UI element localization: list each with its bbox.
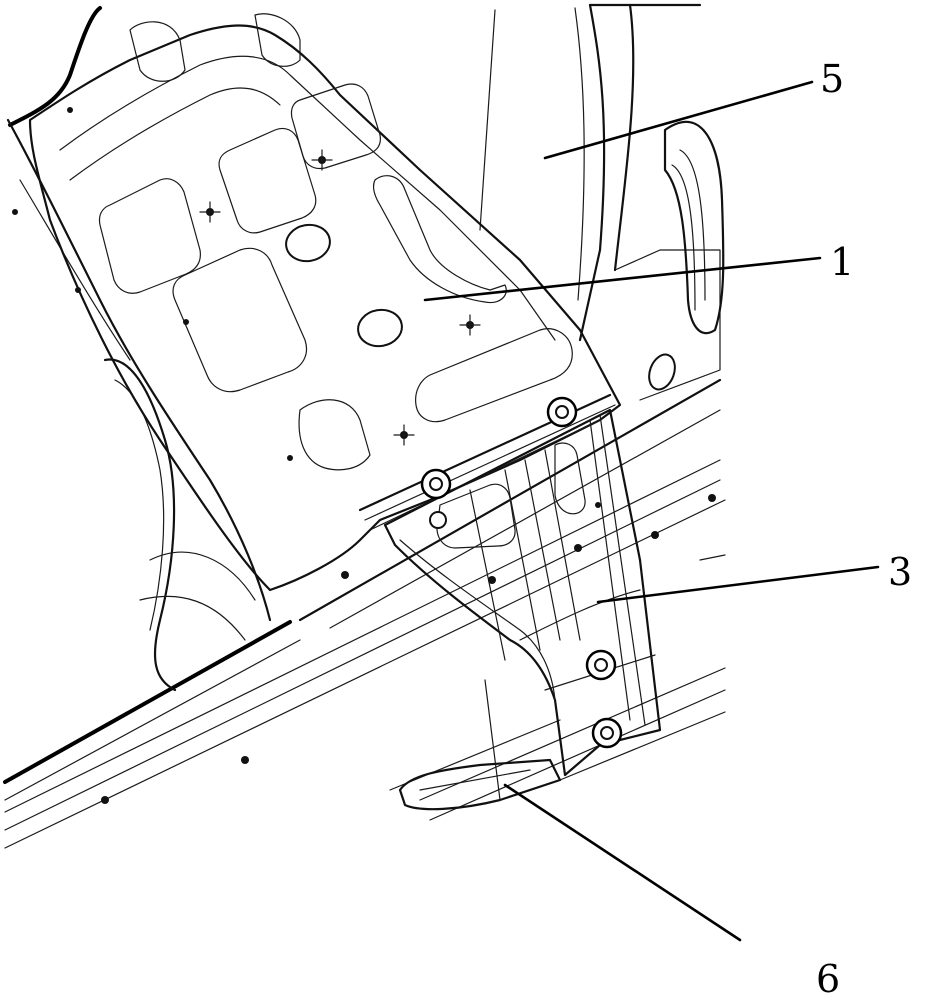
bolts: [420, 396, 623, 749]
pillar-5: [479, 3, 725, 401]
fastener-marks: [67, 107, 481, 461]
callout-1: 1: [830, 240, 854, 284]
callout-5: 5: [820, 57, 844, 101]
leader-5: [543, 80, 814, 160]
bracket-3: [383, 396, 662, 777]
top-plate-1: [28, 13, 622, 592]
leader-1: [423, 256, 822, 302]
lower-foot-6: [398, 679, 562, 811]
callout-labels: 5 1 3 6: [816, 57, 912, 1000]
callout-3: 3: [888, 550, 912, 594]
leader-lines: [423, 80, 880, 942]
leader-3: [596, 565, 880, 604]
callout-6: 6: [816, 957, 840, 1000]
left-side-bracket: [6, 6, 272, 692]
leader-6: [503, 783, 742, 942]
